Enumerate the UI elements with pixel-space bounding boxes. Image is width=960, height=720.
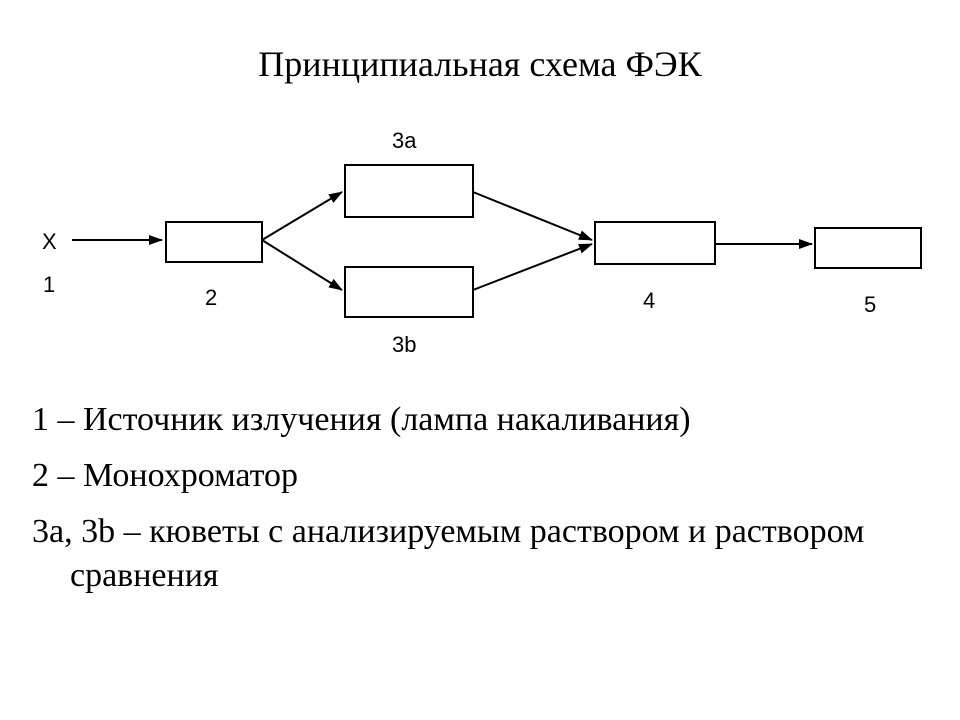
- monochromator-block: [165, 221, 263, 263]
- cuvette-a-block: [344, 164, 474, 218]
- label-source: 1: [43, 272, 55, 297]
- arrow-2-to-3a: [261, 191, 343, 241]
- cuvette-b-block: [344, 266, 474, 318]
- arrow-2-to-3b: [261, 239, 343, 291]
- legend-item-cuvettes: 3a, 3b – кюветы с анализируемым растворо…: [32, 513, 865, 594]
- block-4: [594, 221, 716, 265]
- label-monochromator: 2: [205, 285, 217, 310]
- label-cuvette-b: 3b: [392, 332, 416, 357]
- slide-title: Принципиальная схема ФЭК: [258, 44, 702, 84]
- legend-list: 1 – Источник излучения (лампа накаливани…: [0, 398, 960, 616]
- block-5: [814, 227, 922, 269]
- arrow-3b-to-4: [472, 243, 593, 291]
- legend-item-source: 1 – Источник излучения (лампа накаливани…: [32, 401, 691, 438]
- input-label: X: [42, 229, 57, 254]
- label-block-4: 4: [643, 288, 655, 313]
- label-block-5: 5: [864, 292, 876, 317]
- arrow-3a-to-4: [472, 191, 593, 241]
- legend-item-monochromator: 2 – Монохроматор: [32, 457, 298, 494]
- label-cuvette-a: 3a: [392, 128, 417, 153]
- block-diagram: X 1 2 3a 3b 4 5: [42, 128, 922, 357]
